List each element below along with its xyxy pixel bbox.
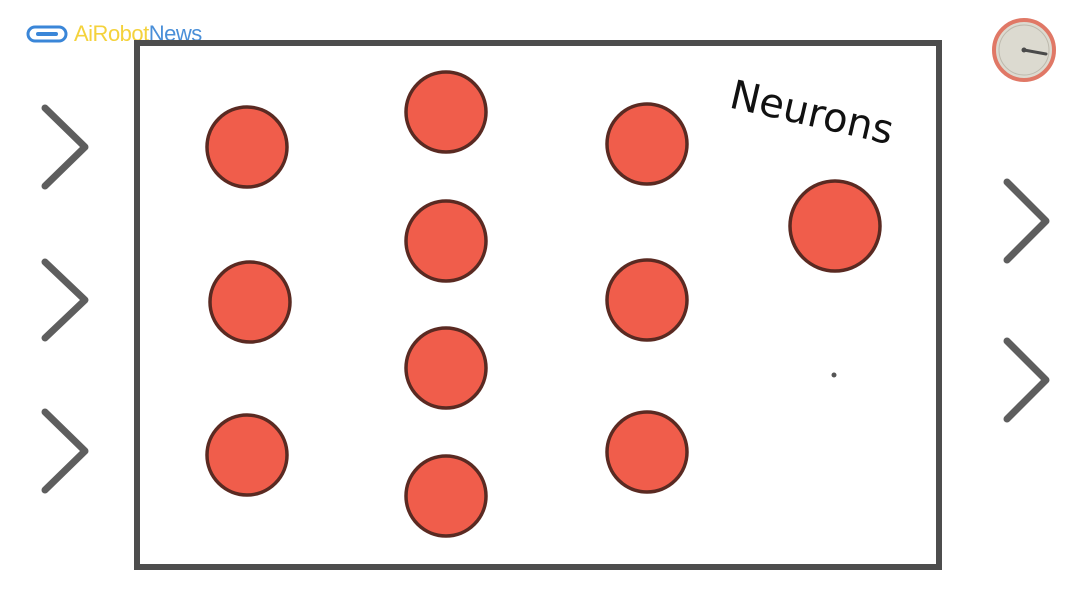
chevron-right-icon	[1003, 178, 1050, 264]
layer-4	[788, 179, 882, 273]
neuron	[205, 105, 289, 189]
neuron	[605, 410, 689, 494]
neuron	[605, 102, 689, 186]
layer-2	[404, 70, 488, 538]
pen-dot	[831, 372, 837, 378]
neuron	[404, 326, 488, 410]
neuron	[208, 260, 292, 344]
chevron-right-icon	[41, 104, 89, 190]
chevron-right-icon	[41, 258, 89, 342]
link-chain-icon	[26, 25, 68, 43]
timer-icon	[992, 18, 1056, 82]
chevron-right-icon	[1003, 337, 1050, 423]
input-arrows	[41, 104, 89, 494]
chevron-right-icon	[41, 408, 89, 494]
layer-1	[205, 105, 292, 497]
layer-frame	[134, 40, 942, 570]
layer-3	[605, 102, 689, 494]
neuron	[788, 179, 882, 273]
neuron	[404, 454, 488, 538]
neuron	[404, 70, 488, 154]
neuron	[605, 258, 689, 342]
neuron	[404, 199, 488, 283]
output-arrows	[1003, 178, 1050, 423]
neuron	[205, 413, 289, 497]
